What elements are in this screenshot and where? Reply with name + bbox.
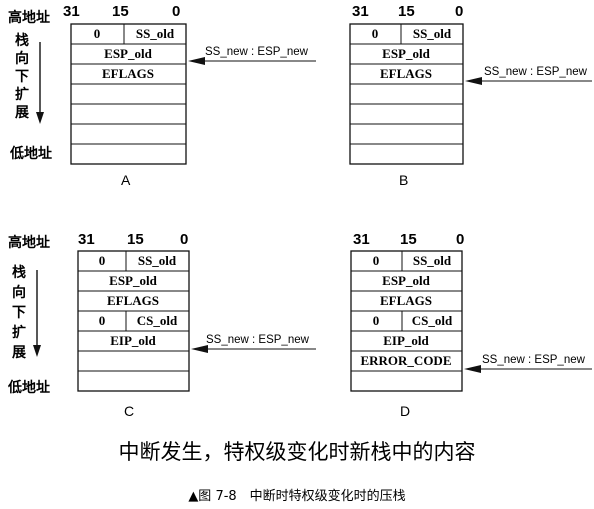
stack-growth-label: 栈 向 下 扩 展 <box>15 32 29 121</box>
pointer-label: SS_new : ESP_new <box>482 354 586 366</box>
bit-15-label: 15 <box>112 3 129 20</box>
diagram-caption: 中断发生，特权级变化时新栈中的内容 <box>119 440 476 464</box>
bit-15-label: 15 <box>400 231 417 248</box>
stack-cell-eip-old: EIP_old <box>383 333 429 348</box>
bit-0-label: 0 <box>172 3 180 20</box>
low-address-label: 低地址 <box>9 145 52 162</box>
stack-cell-eflags: EFLAGS <box>102 66 154 81</box>
stack-cell-zero: 0 <box>99 253 106 268</box>
low-address-label: 低地址 <box>7 379 50 396</box>
stack-cell-eflags: EFLAGS <box>107 293 159 308</box>
bit-0-label: 0 <box>456 231 464 248</box>
stack-frame <box>77 250 190 392</box>
growth-char: 下 <box>12 305 26 321</box>
new-stack-pointer: SS_new : ESP_new <box>465 66 592 85</box>
stack-cell-esp-old: ESP_old <box>109 273 157 288</box>
stack-cell-zero: 0 <box>94 26 101 41</box>
growth-char: 栈 <box>15 32 29 49</box>
bit-31-label: 31 <box>78 231 95 248</box>
high-address-label: 高地址 <box>8 9 50 26</box>
bit-15-label: 15 <box>127 231 144 248</box>
stack-growth-arrow <box>33 270 41 357</box>
stack-growth-label: 栈 向 下 扩 展 <box>12 264 26 361</box>
growth-char: 下 <box>15 69 29 85</box>
growth-char: 向 <box>12 284 26 301</box>
panel-letter: B <box>399 172 408 188</box>
stack-cell-ss-old: SS_old <box>136 26 175 41</box>
panel-c: 高地址 31 15 0 栈 向 下 扩 展 低地址 0 SS_old <box>7 231 316 419</box>
bit-0-label: 0 <box>180 231 188 248</box>
stack-cell-ss-old: SS_old <box>413 26 452 41</box>
bit-0-label: 0 <box>455 3 463 20</box>
stack-cell-cs-old: CS_old <box>412 313 453 328</box>
growth-char: 扩 <box>12 324 26 341</box>
stack-cell-error-code: ERROR_CODE <box>360 353 451 368</box>
panel-letter: A <box>121 172 131 188</box>
stack-cell-esp-old: ESP_old <box>382 273 430 288</box>
panel-a: 高地址 31 15 0 栈 向 下 扩 展 低地址 0 SS_old ESP_o <box>8 3 316 188</box>
panel-d: 31 15 0 0 SS_old ESP_old EFLAGS 0 CS_old… <box>350 231 592 419</box>
new-stack-pointer: SS_new : ESP_new <box>188 46 316 65</box>
growth-char: 展 <box>12 345 26 361</box>
stack-cell-zero: 0 <box>99 313 106 328</box>
stack-cell-eip-old: EIP_old <box>110 333 156 348</box>
stack-frame <box>349 23 464 165</box>
stack-frame <box>70 23 187 165</box>
pointer-label: SS_new : ESP_new <box>206 334 310 346</box>
pointer-label: SS_new : ESP_new <box>484 66 588 78</box>
panel-b: 31 15 0 0 SS_old ESP_old EFLAGS SS_new :… <box>349 3 592 188</box>
bit-15-label: 15 <box>398 3 415 20</box>
stack-frame <box>350 250 463 392</box>
stack-cell-ss-old: SS_old <box>138 253 177 268</box>
growth-char: 向 <box>15 50 29 67</box>
figure-caption: ▲图 7-8 中断时特权级变化时的压栈 <box>188 488 405 504</box>
panel-letter: C <box>124 403 134 419</box>
pointer-label: SS_new : ESP_new <box>205 46 309 58</box>
growth-char: 栈 <box>12 264 26 281</box>
stack-cell-esp-old: ESP_old <box>104 46 152 61</box>
stack-cell-zero: 0 <box>372 26 379 41</box>
bit-31-label: 31 <box>353 231 370 248</box>
stack-cell-cs-old: CS_old <box>137 313 178 328</box>
stack-cell-zero: 0 <box>373 313 380 328</box>
stack-cell-ss-old: SS_old <box>413 253 452 268</box>
high-address-label: 高地址 <box>8 234 50 251</box>
growth-char: 扩 <box>15 86 29 103</box>
stack-cell-eflags: EFLAGS <box>380 66 432 81</box>
new-stack-pointer: SS_new : ESP_new <box>191 334 316 353</box>
stack-growth-arrow <box>36 42 44 124</box>
bit-31-label: 31 <box>63 3 80 20</box>
bit-31-label: 31 <box>352 3 369 20</box>
growth-char: 展 <box>15 105 29 121</box>
panel-letter: D <box>400 403 410 419</box>
stack-cell-eflags: EFLAGS <box>380 293 432 308</box>
stack-cell-zero: 0 <box>373 253 380 268</box>
stack-cell-esp-old: ESP_old <box>382 46 430 61</box>
new-stack-pointer: SS_new : ESP_new <box>464 354 592 373</box>
